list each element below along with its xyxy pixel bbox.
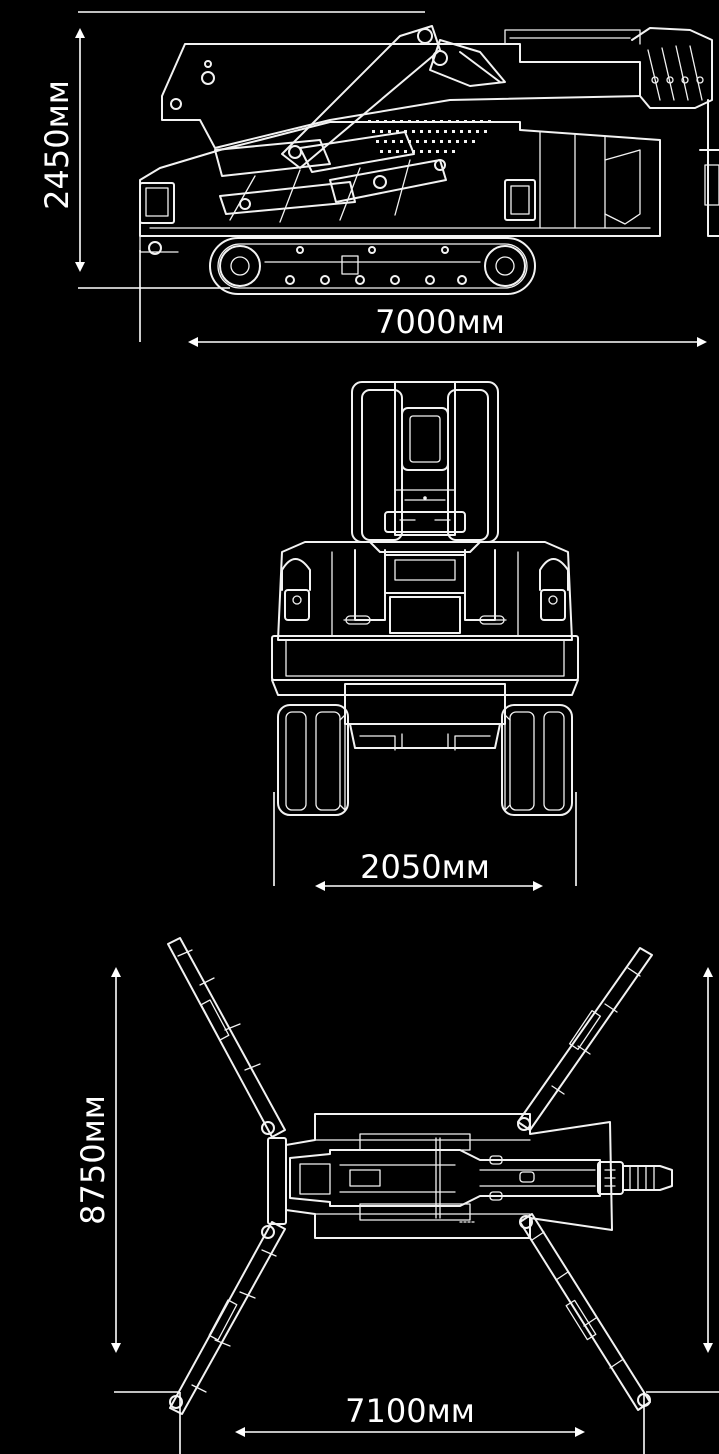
height-dimension: 2450мм <box>38 11 425 289</box>
right-edge-dimension <box>703 967 713 1353</box>
height-label: 2450мм <box>38 80 76 210</box>
outrigger-span-dimension: 7100мм <box>114 1391 719 1454</box>
side-view-crane <box>139 25 719 255</box>
outrigger-top-left <box>167 937 286 1138</box>
vent-grid <box>368 120 491 153</box>
length-dimension: 7000мм <box>139 250 707 347</box>
top-view: 8750мм 7100мм <box>74 937 719 1454</box>
top-view-crane <box>167 937 673 1415</box>
outrigger-depth-label: 8750мм <box>74 1095 112 1225</box>
length-label: 7000мм <box>375 303 505 341</box>
side-view: 2450мм <box>38 11 719 347</box>
side-view-track <box>209 237 536 295</box>
front-view: 2050мм <box>271 381 579 891</box>
outrigger-span-label: 7100мм <box>345 1392 475 1430</box>
outrigger-bottom-left <box>169 1221 286 1415</box>
track-width-dimension: 2050мм <box>273 792 577 891</box>
track-width-label: 2050мм <box>360 848 490 886</box>
outrigger-depth-dimension: 8750мм <box>74 967 121 1353</box>
front-view-crane <box>271 381 579 816</box>
